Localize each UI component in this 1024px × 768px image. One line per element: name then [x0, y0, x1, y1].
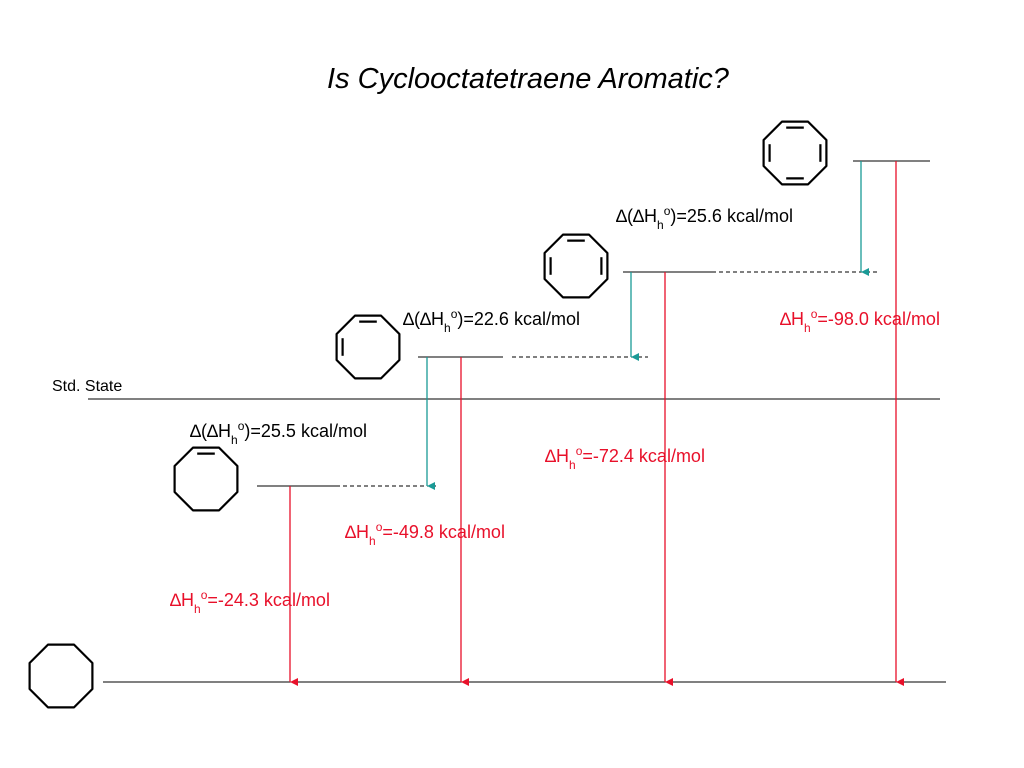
enthalpy-label-4: ∆Hho=-98.0 kcal/mol	[780, 307, 940, 335]
enthalpy-label-2: ∆Hho=-49.8 kcal/mol	[345, 520, 505, 548]
ring	[762, 120, 828, 186]
enthalpy-label-3: ∆Hho=-72.4 kcal/mol	[545, 444, 705, 472]
ring	[335, 314, 401, 380]
cyclooctatetraene-structure	[762, 120, 828, 186]
delta-label-1: ∆(∆Hho)=25.5 kcal/mol	[190, 419, 367, 447]
cyclooctatriene-structure	[543, 233, 609, 299]
delta-label-3: ∆(∆Hho)=25.6 kcal/mol	[616, 204, 793, 232]
ring	[28, 643, 94, 709]
std-state-label: Std. State	[52, 378, 122, 395]
ring	[543, 233, 609, 299]
cyclooctadiene-structure	[335, 314, 401, 380]
cyclooctane-structure	[28, 643, 94, 709]
ring	[173, 446, 239, 512]
enthalpy-label-1: ∆Hho=-24.3 kcal/mol	[170, 588, 330, 616]
delta-label-2: ∆(∆Hho)=22.6 kcal/mol	[403, 307, 580, 335]
cyclooctene-structure	[173, 446, 239, 512]
page-title: Is Cyclooctatetraene Aromatic?	[327, 63, 730, 95]
